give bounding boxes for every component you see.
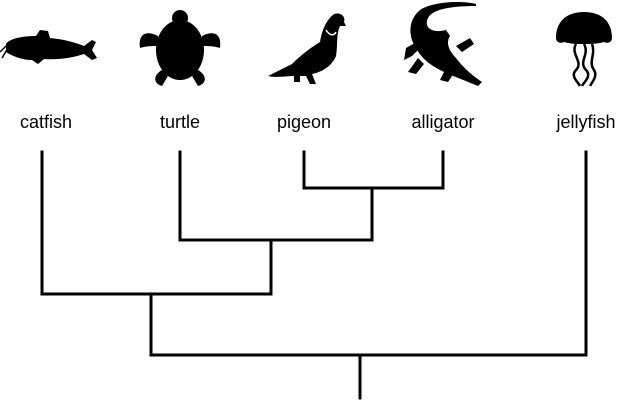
- label-pigeon: pigeon: [276, 112, 332, 132]
- branch-catfish-tetrapods: [40, 150, 273, 296]
- branch-turtle-archosaur: [178, 150, 374, 242]
- label-alligator: alligator: [411, 112, 475, 132]
- turtle-silhouette-icon: [139, 10, 221, 86]
- branch-root: [149, 150, 588, 357]
- catfish-silhouette-icon: [0, 30, 97, 64]
- branch-pigeon-alligator: [302, 150, 445, 190]
- label-turtle: turtle: [159, 112, 201, 132]
- jellyfish-silhouette-icon: [556, 12, 612, 87]
- alligator-silhouette-icon: [404, 2, 482, 86]
- label-catfish: catfish: [19, 112, 73, 132]
- label-jellyfish: jellyfish: [556, 112, 616, 132]
- pigeon-silhouette-icon: [268, 13, 346, 84]
